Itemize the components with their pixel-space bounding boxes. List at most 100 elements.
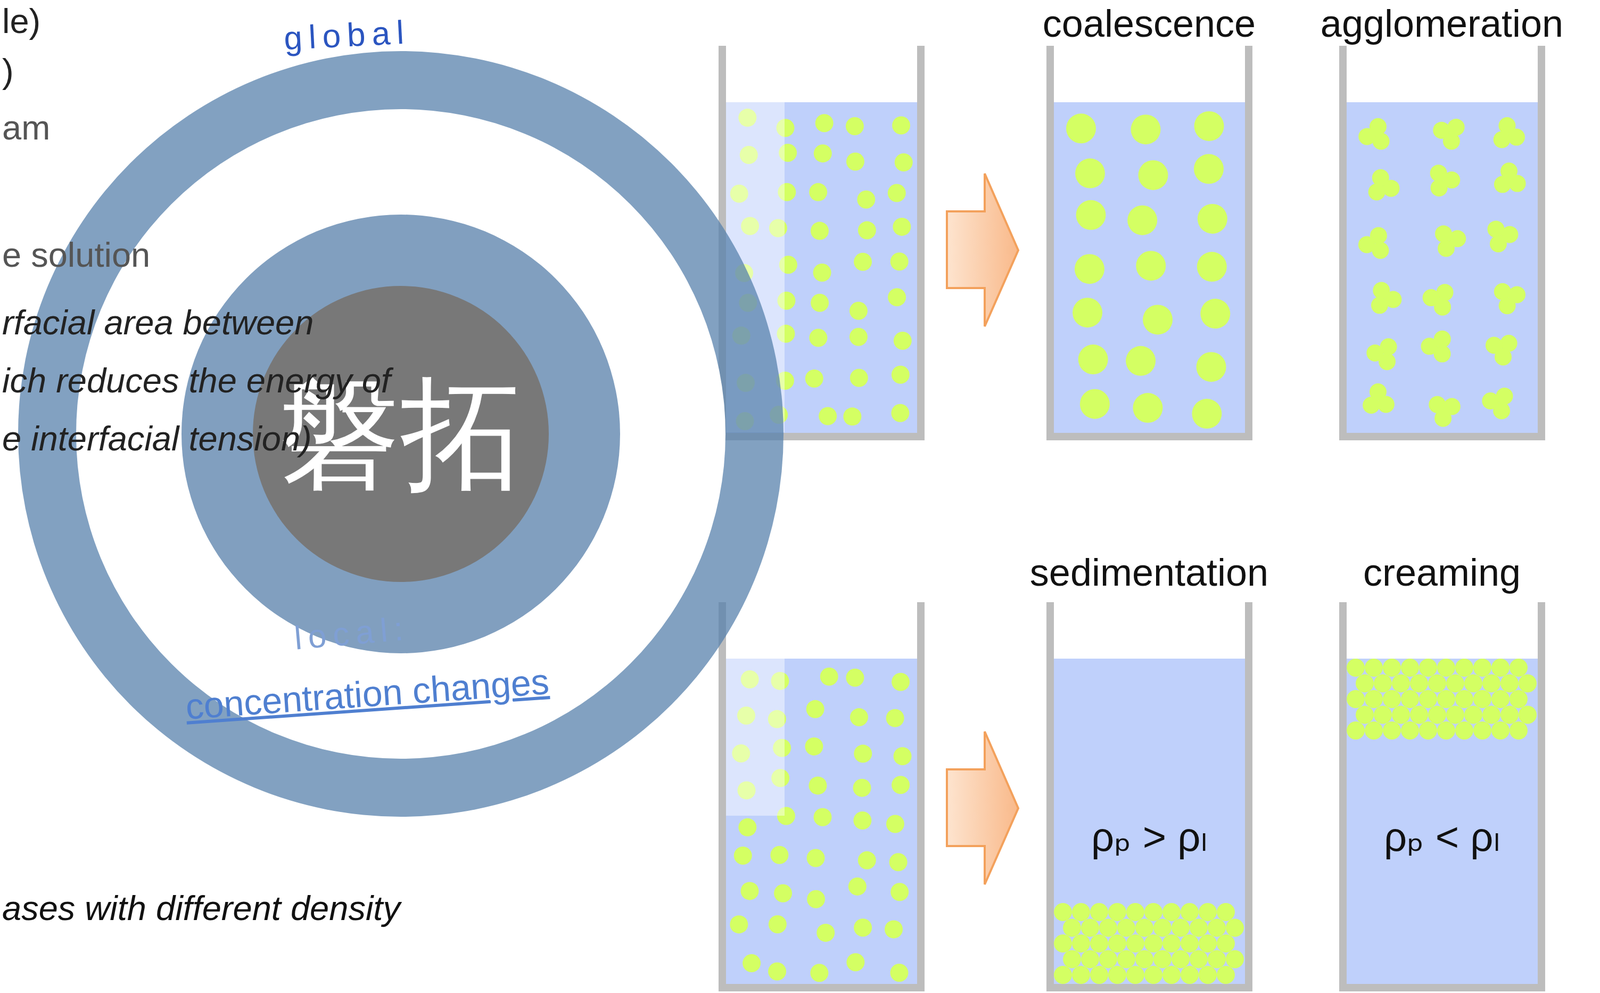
process-arrow xyxy=(946,173,1019,327)
particle xyxy=(1189,918,1208,937)
node-heading: global xyxy=(283,12,412,58)
particle xyxy=(886,814,905,834)
particle xyxy=(1207,918,1226,937)
particle xyxy=(1500,705,1519,724)
particle xyxy=(1090,965,1109,984)
particle xyxy=(1081,950,1100,969)
node-heading: 磐拓 xyxy=(278,363,524,505)
particle xyxy=(1494,175,1512,193)
particle xyxy=(1446,674,1465,693)
particle xyxy=(884,919,903,938)
particle xyxy=(889,963,909,982)
particle xyxy=(853,778,872,797)
particle xyxy=(1518,674,1537,693)
particle xyxy=(770,845,789,864)
particle xyxy=(848,877,867,896)
particle xyxy=(768,914,787,934)
particle xyxy=(849,327,868,346)
particle xyxy=(1126,965,1145,984)
particle xyxy=(1509,721,1528,740)
particle xyxy=(1153,950,1172,969)
particle xyxy=(1076,200,1107,230)
particle xyxy=(1443,397,1461,415)
particle xyxy=(806,848,826,868)
liquid xyxy=(1053,102,1245,433)
particle xyxy=(1197,251,1227,282)
particle xyxy=(1081,918,1100,937)
particle xyxy=(1400,689,1420,708)
beaker-wall xyxy=(722,601,921,988)
particle xyxy=(1162,934,1181,953)
particle xyxy=(1400,721,1420,740)
beaker-wall xyxy=(1050,45,1249,437)
beaker xyxy=(722,601,921,988)
particle xyxy=(889,852,908,871)
particle-group xyxy=(1053,902,1244,984)
particle xyxy=(810,221,829,241)
particle xyxy=(1355,705,1374,724)
particle xyxy=(804,737,823,756)
particle xyxy=(1066,113,1096,144)
particle xyxy=(853,252,872,271)
node-heading: agglomeration xyxy=(1320,1,1564,46)
particle xyxy=(1428,705,1447,724)
particle xyxy=(892,116,911,135)
particle xyxy=(1117,918,1136,937)
particle xyxy=(1373,674,1392,693)
particle xyxy=(729,914,748,934)
particle xyxy=(1171,918,1190,937)
beaker xyxy=(1050,45,1249,437)
particle xyxy=(1108,965,1127,984)
particle xyxy=(1364,658,1383,677)
particle xyxy=(1455,658,1474,677)
particle xyxy=(806,699,825,719)
particle xyxy=(1355,674,1374,693)
particle xyxy=(773,884,793,903)
particle xyxy=(858,851,877,870)
particle xyxy=(1409,705,1429,724)
particle xyxy=(1382,721,1401,740)
particle xyxy=(1384,290,1402,308)
liquid xyxy=(1346,102,1538,433)
particle xyxy=(1142,304,1173,335)
particle xyxy=(1493,130,1511,148)
particle xyxy=(1362,396,1380,414)
particle xyxy=(1482,705,1501,724)
beaker: sedimentationρₚ > ρₗ xyxy=(1048,556,1251,990)
center-disk: 磐拓 xyxy=(252,285,549,582)
text-fragment: am xyxy=(2,108,51,148)
particle xyxy=(1364,689,1383,708)
particle xyxy=(813,144,832,163)
particle xyxy=(1135,918,1154,937)
particle xyxy=(1162,902,1181,921)
particle xyxy=(813,263,832,282)
particle xyxy=(1162,965,1181,984)
particle xyxy=(1430,164,1448,182)
particle xyxy=(1053,965,1072,984)
ring-gap xyxy=(76,109,726,759)
text-fragment: ases with different density xyxy=(2,888,401,929)
particle xyxy=(1079,389,1110,419)
particle xyxy=(1368,183,1386,201)
particle xyxy=(1437,658,1456,677)
particle xyxy=(894,153,913,172)
particle xyxy=(1473,689,1492,708)
particle xyxy=(1099,950,1118,969)
particle xyxy=(1144,902,1163,921)
particle xyxy=(1074,253,1105,284)
particle xyxy=(818,407,837,426)
particle xyxy=(1346,721,1365,740)
particle xyxy=(1491,721,1510,740)
particle xyxy=(891,365,910,384)
particle-group xyxy=(1358,117,1527,427)
particle xyxy=(843,407,862,426)
particle xyxy=(1473,721,1492,740)
particle xyxy=(1117,950,1136,969)
particle xyxy=(1509,689,1528,708)
particle xyxy=(1180,965,1199,984)
particle xyxy=(816,923,835,942)
particle xyxy=(810,963,829,982)
beaker: creamingρₚ < ρₗ xyxy=(1340,556,1544,990)
particle xyxy=(1198,965,1217,984)
particle xyxy=(1494,348,1512,366)
